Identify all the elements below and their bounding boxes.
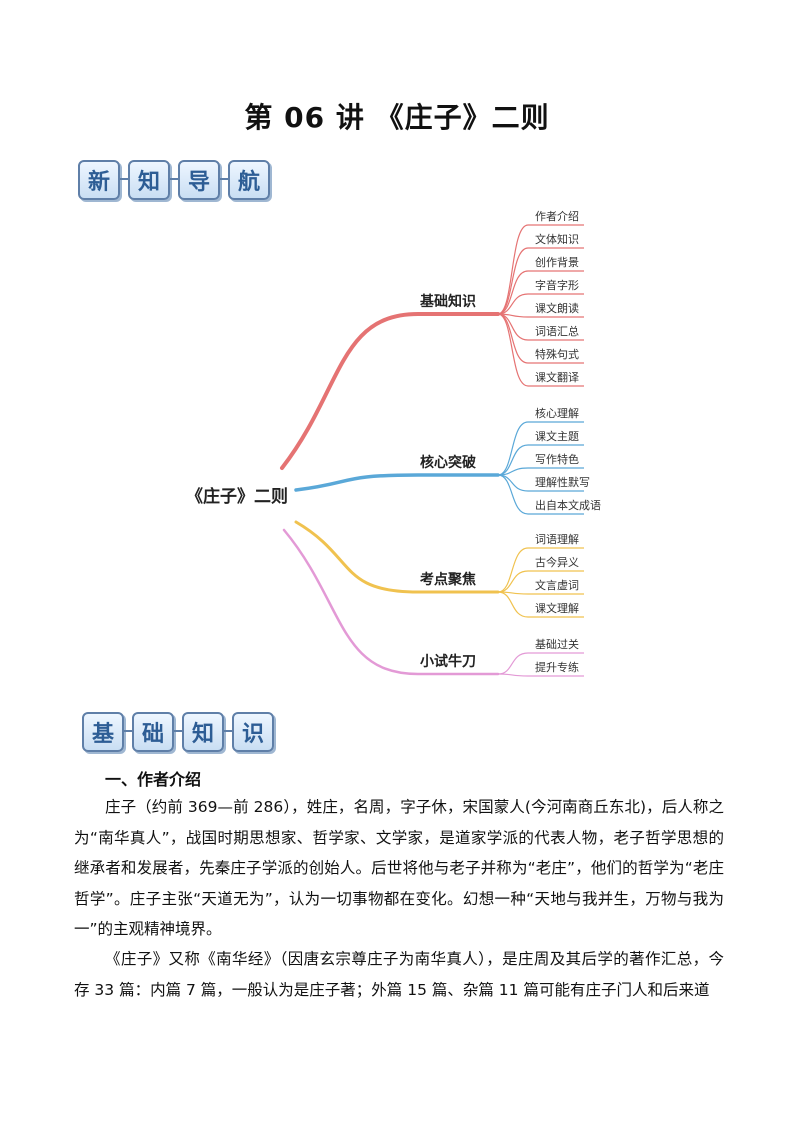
mindmap-leaf-line <box>497 293 584 315</box>
mindmap-leaf-label: 词语汇总 <box>535 324 579 338</box>
mindmap-leaf-line <box>497 652 584 675</box>
banner-char: 识 <box>222 712 274 752</box>
mindmap-branch-label: 基础知识 <box>420 293 476 310</box>
mindmap-branch-line <box>294 520 500 594</box>
mindmap-branch-label: 考点聚焦 <box>420 571 476 588</box>
mindmap-leaf-label: 理解性默写 <box>535 475 590 489</box>
mindmap-leaf-label: 特殊句式 <box>535 347 579 361</box>
mindmap-leaf-label: 古今异义 <box>535 555 579 569</box>
mindmap-leaf-line <box>497 224 584 315</box>
mindmap-leaf-line <box>497 270 584 315</box>
page-title: 第 06 讲 《庄子》二则 <box>244 101 550 134</box>
mindmap-leaf-label: 课文翻译 <box>535 370 579 384</box>
mind-map: 《庄子》二则 基础知识 作者介绍文体知识创作背景字音字形课文朗读词语汇总特殊句式课文… <box>186 209 601 677</box>
mindmap-leaf-label: 课文主题 <box>535 429 579 443</box>
mindmap-leaf-line <box>497 591 584 595</box>
mindmap-leaf-line <box>497 547 584 593</box>
mindmap-leaf-line <box>497 247 584 315</box>
mindmap-leaf-label: 提升专练 <box>535 660 579 674</box>
mindmap-leaf-label: 课文理解 <box>535 601 579 615</box>
mindmap-branch-label: 核心突破 <box>420 454 476 471</box>
mindmap-leaf-label: 字音字形 <box>535 278 579 292</box>
mindmap-leaf-label: 出自本文成语 <box>535 498 601 512</box>
mindmap-leaf-label: 课文朗读 <box>535 301 579 315</box>
mindmap-leaf-line <box>497 444 584 476</box>
mindmap-branch-label: 小试牛刀 <box>420 653 476 670</box>
section-heading: 一、作者介绍 <box>105 770 202 789</box>
mindmap-leaf-line <box>497 421 584 476</box>
mindmap-leaf-line <box>497 570 584 593</box>
banner-char: 航 <box>218 160 270 200</box>
banner-new-knowledge: 新 知 导 航 <box>78 160 270 200</box>
mindmap-leaf-label: 文体知识 <box>535 232 579 246</box>
banner-char: 础 <box>122 712 174 752</box>
mindmap-leaf-label: 创作背景 <box>535 255 579 269</box>
banner-char: 新 <box>78 160 120 200</box>
mindmap-leaf-line <box>497 313 584 387</box>
mindmap-leaf-line <box>497 313 584 318</box>
mindmap-branch-line <box>294 473 500 492</box>
mindmap-leaf-label: 写作特色 <box>535 452 579 466</box>
mindmap-root: 《庄子》二则 <box>186 486 288 507</box>
mindmap-branch-line <box>282 528 500 676</box>
paragraph: 《庄子》又称《南华经》（因唐玄宗尊庄子为南华真人），是庄周及其后学的著作汇总，今… <box>74 950 724 999</box>
banner-char: 知 <box>118 160 170 200</box>
banner-basic-knowledge: 基 础 知 识 <box>82 712 274 752</box>
mindmap-leaf-line <box>497 673 584 677</box>
mindmap-leaf-line <box>497 474 584 515</box>
mindmap-leaf-label: 文言虚词 <box>535 578 579 592</box>
mindmap-leaf-label: 核心理解 <box>535 406 579 420</box>
mindmap-leaf-label: 基础过关 <box>535 637 579 651</box>
mindmap-branch-line <box>280 312 500 470</box>
mindmap-leaf-line <box>497 467 584 476</box>
banner-char: 导 <box>168 160 220 200</box>
mindmap-leaf-line <box>497 591 584 618</box>
paragraph: 庄子（约前 369—前 286），姓庄，名周，字子休，宋国蒙人(今河南商丘东北)… <box>74 798 724 938</box>
banner-char: 基 <box>82 712 124 752</box>
mindmap-leaf-label: 词语理解 <box>535 532 579 546</box>
banner-char: 知 <box>172 712 224 752</box>
mindmap-leaf-label: 作者介绍 <box>535 209 579 223</box>
